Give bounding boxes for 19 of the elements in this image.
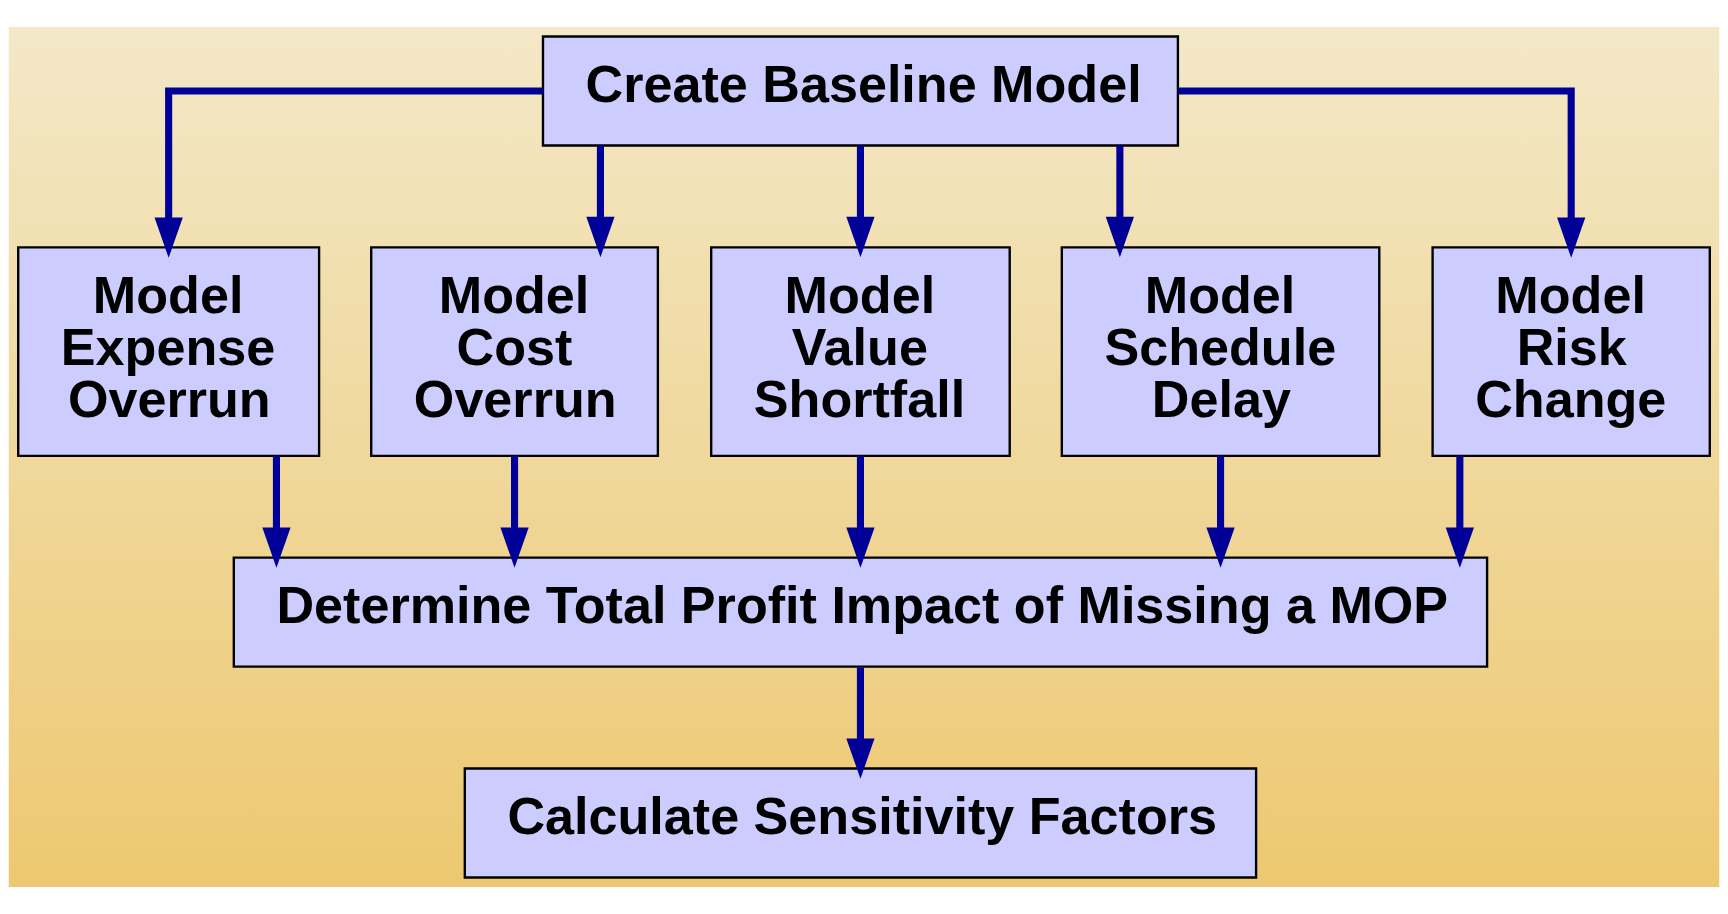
node-box: Model Schedule Delay [1060,246,1381,457]
arrow [846,145,875,258]
arrow [1206,456,1235,568]
arrow [500,456,529,568]
node-box: Determine Total Profit Impact of Missing a MOP [232,556,1489,668]
arrow [154,87,543,258]
arrow [1445,456,1474,568]
arrow [1105,145,1134,258]
node-box: Calculate Sensitivity Factors [463,767,1258,879]
arrow [262,456,291,568]
node-box: Model Value Shortfall [710,246,1011,457]
arrow [846,456,875,568]
node-box: Model Cost Overrun [370,246,660,457]
node-box: Model Risk Change [1431,246,1711,457]
node-box: Create Baseline Model [541,35,1180,147]
node-box: Model Expense Overrun [17,246,321,457]
arrow [586,145,615,258]
arrow [1178,87,1586,258]
arrow [846,667,875,779]
